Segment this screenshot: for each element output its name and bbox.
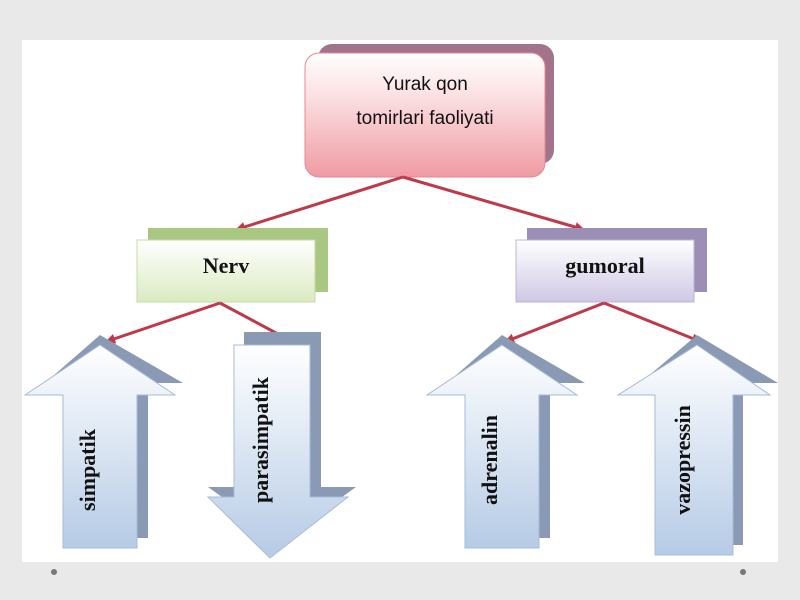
simpatik-arrow: simpatik bbox=[23, 335, 183, 549]
parasimpatik-arrow: parasimpatik bbox=[206, 332, 356, 559]
gumoral-box: gumoral bbox=[515, 228, 707, 303]
root-title-line2: tomirlari faoliyati bbox=[356, 108, 493, 129]
nerv-label: Nerv bbox=[203, 253, 249, 278]
gumoral-label: gumoral bbox=[565, 253, 644, 278]
connector-gumoral-vazopressin bbox=[603, 301, 702, 344]
adrenalin-arrow: adrenalin bbox=[425, 335, 585, 549]
slide-dot-right bbox=[740, 569, 746, 575]
connector-gumoral-adrenalin bbox=[504, 301, 605, 344]
adrenalin-label: adrenalin bbox=[477, 415, 502, 505]
vazopressin-label: vazopressin bbox=[670, 405, 695, 515]
connector-nerv-simpatik bbox=[105, 301, 221, 344]
slide-dot-left bbox=[51, 569, 57, 575]
parasimpatik-label: parasimpatik bbox=[248, 376, 273, 503]
simpatik-label: simpatik bbox=[75, 428, 100, 511]
connector-root-gumoral bbox=[402, 175, 585, 232]
root-box: Yurak qon tomirlari faoliyati bbox=[304, 44, 554, 178]
root-title-line1: Yurak qon bbox=[382, 74, 468, 95]
connector-root-nerv bbox=[235, 175, 404, 232]
nerv-box: Nerv bbox=[136, 228, 328, 303]
vazopressin-arrow: vazopressin bbox=[616, 335, 778, 556]
